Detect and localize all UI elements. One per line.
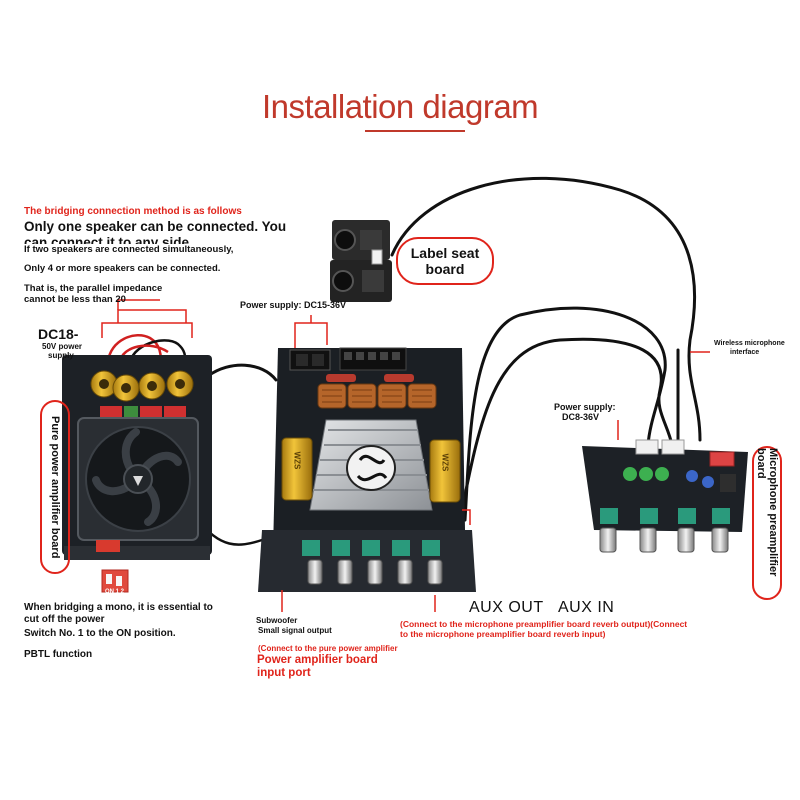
mono-note-2: cut off the power: [24, 614, 105, 625]
leader-lines: [281, 351, 710, 612]
mic-power-label-2: DC8-36V: [562, 412, 600, 422]
pure-power-amplifier-label-box: Pure power amplifier board: [40, 400, 70, 574]
wireless-mic-label-1: Wireless microphone: [714, 340, 785, 347]
pure-power-amplifier-label: Pure power amplifier board: [49, 415, 61, 559]
aux-note-1: (Connect to the microphone preamplifier …: [400, 619, 688, 629]
connect-pure-amp-note: (Connect to the pure power amplifier: [258, 644, 398, 653]
page-title: Installation diagram: [262, 88, 539, 125]
center-cap-label-right: WZS: [440, 453, 450, 472]
cable-label-seat-to-mic-board: [390, 176, 702, 442]
center-cap-label-left: WZS: [292, 451, 302, 470]
bridging-heading: The bridging connection method is as fol…: [24, 206, 242, 217]
power-amp-input-label-1: Power amplifier board: [257, 654, 378, 666]
dc-bracket: [101, 299, 193, 338]
center-potentiometers: [302, 540, 440, 556]
pbtl-note: PBTL function: [24, 649, 93, 660]
signal-cables: [196, 176, 702, 546]
aux-out-label: AUX OUT: [469, 599, 544, 616]
rca-jacks: [307, 559, 443, 585]
microphone-preamplifier-board: [582, 439, 748, 553]
cable-aux-in: [460, 337, 674, 512]
mic-potentiometers: [600, 508, 730, 524]
bridging-line-4: Only 4 or more speakers can be connected…: [24, 263, 221, 274]
switch-note: Switch No. 1 to the ON position.: [24, 628, 176, 639]
bridging-line-1: Only one speaker can be connected. You: [24, 219, 287, 234]
center-power-bracket: [294, 315, 328, 360]
bridging-line-3: If two speakers are connected simultaneo…: [24, 244, 234, 255]
aux-in-label: AUX IN: [558, 599, 615, 616]
power-amp-input-label-2: input port: [257, 667, 311, 679]
dc-voltage-sub-2: supply: [48, 351, 74, 360]
wireless-mic-label-2: interface: [730, 349, 760, 356]
label-seat-jacks: [330, 220, 392, 302]
subwoofer-label-2: Small signal output: [258, 626, 332, 635]
mic-preamp-label: Microphone preamplifier board: [755, 448, 779, 577]
main-amplifier-board: [258, 347, 476, 592]
pure-power-amplifier-board: [62, 355, 212, 593]
mono-note-1: When bridging a mono, it is essential to: [24, 602, 213, 613]
dip-switch-label: ON 1 2: [105, 589, 125, 595]
label-seat-board-box: Label seat board: [396, 237, 494, 285]
left-capacitors: [90, 370, 194, 402]
label-seat-line-1: Label seat: [410, 245, 480, 261]
subwoofer-label-1: Subwoofer: [256, 616, 298, 625]
bridging-line-6: cannot be less than 20: [24, 294, 126, 305]
cable-left-to-center: [206, 363, 278, 382]
center-power-supply-label: Power supply: DC15-36V: [240, 300, 347, 310]
mic-preamp-label-box: Microphone preamplifier board: [752, 446, 782, 600]
title-underline: [365, 130, 465, 132]
bridging-line-5: That is, the parallel impedance: [24, 283, 163, 294]
aux-note-2: to the microphone preamplifier board rev…: [400, 629, 606, 639]
dc-voltage-label: DC18-: [38, 326, 79, 342]
label-seat-line-2: board: [425, 261, 465, 277]
dc-voltage-sub-1: 50V power: [42, 342, 83, 351]
mic-power-label-1: Power supply:: [554, 402, 616, 412]
